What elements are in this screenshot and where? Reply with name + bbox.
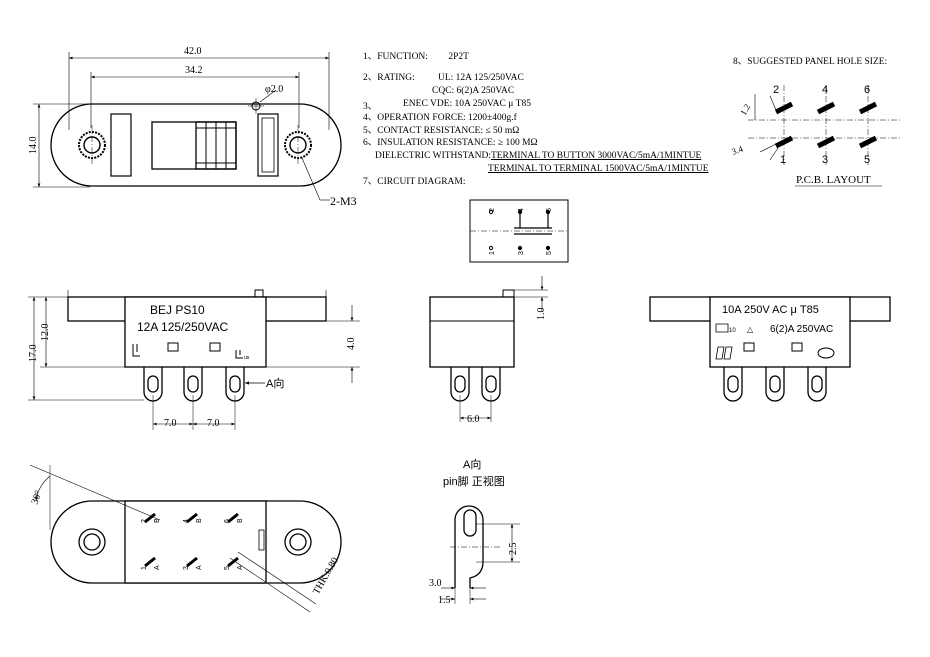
bottom-pin-5: 5 [224, 566, 231, 570]
enec-mark: 10 [729, 328, 736, 334]
rear-marking-line1: 10A 250V AC μ T85 [722, 304, 819, 316]
spec-ir-label: INSULATION RESISTANCE: ≥ 100 MΩ [377, 138, 538, 148]
circuit-pin-6: 6 [546, 208, 553, 212]
spec-dielectric-label: DIELECTRIC WITHSTAND: [375, 151, 491, 161]
spec-circuit: 7、CIRCUIT DIAGRAM: [363, 176, 466, 188]
spec-function: 1、FUNCTION: 2P2T [363, 51, 469, 63]
direction-a-label: A向 [266, 376, 284, 390]
bottom-pin-a-1: A [154, 565, 161, 570]
rear-view [649, 296, 891, 402]
pcb-dim-offset: 3.4 [730, 143, 744, 156]
spec-dielectric-line2: TERMINAL TO TERMINAL 1500VAC/5mA/1MINTUE [488, 164, 709, 174]
pcb-dim-spacing: 1.2 [738, 102, 752, 117]
spec-rating-num: 2、 [363, 73, 378, 83]
pcb-pin-2: 2 [773, 84, 779, 96]
dim-flange-height: 14.0 [28, 137, 39, 155]
top-view [33, 52, 342, 201]
spec-function-num: 1、 [363, 52, 378, 62]
spec-circuit-label: CIRCUIT DIAGRAM: [377, 177, 466, 187]
spec-cr-num: 5、 [363, 126, 378, 136]
spec-dielectric: DIELECTRIC WITHSTAND:TERMINAL TO BUTTON … [375, 150, 701, 162]
spec-op-label: OPERATION FORCE: 1200±400g.f [377, 113, 517, 123]
front-marking-line2: 12A 125/250VAC [137, 320, 229, 334]
front-marking-line1: BEJ PS10 [150, 303, 205, 317]
spec-rating-ul: UL: 12A 125/250VAC [438, 73, 524, 83]
bottom-pin-labels: 2 4 6 B B B 1 3 5 A A A [141, 518, 244, 570]
spec-insulation-resistance: 6、INSULATION RESISTANCE: ≥ 100 MΩ [363, 137, 538, 149]
dim-thickness: THK:0.80 [311, 556, 341, 597]
bottom-pin-2: 2 [141, 519, 148, 523]
panel-hole-title: 8、SUGGESTED PANEL HOLE SIZE: [733, 57, 887, 67]
dim-pin-angle: 30° [29, 489, 44, 506]
pcb-layout [748, 85, 900, 187]
pin-detail-direction: A向 [463, 457, 481, 471]
dim-side-pin-pitch: 6.0 [467, 414, 480, 425]
bottom-pin-a-2: A [196, 565, 203, 570]
pin-detail [441, 505, 520, 604]
svg-text:us: us [244, 355, 250, 361]
front-view [28, 289, 360, 430]
spec-rating-cqc: CQC: 6(2)A 250VAC [432, 86, 515, 96]
spec-circuit-num: 7、 [363, 177, 378, 187]
spec-function-value: 2P2T [448, 52, 469, 62]
dim-pin-pitch-2: 7.0 [207, 418, 220, 429]
bottom-pin-1: 1 [141, 566, 148, 570]
spec-cr-label: CONTACT RESISTANCE: ≤ 50 mΩ [377, 126, 520, 136]
spec-rating-label: RATING: [377, 73, 415, 83]
bottom-pin-6: 6 [224, 519, 231, 523]
dim-total-width: 42.0 [184, 46, 202, 57]
circuit-pin-3: 3 [518, 251, 525, 255]
dim-pin-pitch-1: 7.0 [164, 418, 177, 429]
bottom-pin-a-3: A [237, 565, 244, 570]
screw-label: 2-M3 [330, 194, 357, 208]
side-view [429, 276, 548, 422]
bottom-pin-3: 3 [183, 566, 190, 570]
pcb-pin-5: 5 [864, 154, 870, 166]
spec-ir-num: 6、 [363, 138, 378, 148]
ul-us-mark: us [235, 350, 250, 361]
circuit-pin-5: 5 [546, 251, 553, 255]
circuit-pin-1: 1 [489, 251, 496, 255]
bottom-pin-b-1: B [154, 518, 161, 523]
spec-function-label: FUNCTION: [377, 52, 428, 62]
spec-dielectric-line1: TERMINAL TO BUTTON 3000VAC/5mA/1MINTUE [490, 151, 702, 161]
circuit-pin-2: 2 [489, 208, 496, 212]
spec-rating: 2、RATING: [363, 72, 415, 84]
circuit-pin-labels: 2 4 6 1 3 5 [489, 208, 553, 255]
bottom-pin-b-2: B [196, 518, 203, 523]
spec-op-num: 4、 [363, 113, 378, 123]
dim-body-height: 12.0 [40, 324, 51, 342]
ul-recognition-mark [132, 344, 140, 357]
spec-contact-resistance: 5、CONTACT RESISTANCE: ≤ 50 mΩ [363, 125, 519, 137]
dim-total-height: 17.0 [28, 345, 39, 363]
dim-button-height: 1.0 [536, 308, 547, 321]
spec-rating-enec: ENEC VDE: 10A 250VAC μ T85 [403, 99, 531, 109]
spec-operation-force: 4、OPERATION FORCE: 1200±400g.f [363, 112, 517, 124]
bottom-pin-4: 4 [183, 519, 190, 523]
pcb-pin-6: 6 [864, 84, 870, 96]
dim-pin-thickness: 1.5 [438, 595, 451, 606]
dim-pin-diameter: φ2.0 [265, 84, 283, 95]
pcb-layout-label: P.C.B. LAYOUT [796, 174, 871, 186]
pcb-pin-1: 1 [780, 154, 786, 166]
pin-detail-title: pin脚 正视图 [443, 474, 505, 488]
rear-marking-line2: 6(2)A 250VAC [770, 324, 833, 335]
dim-pin-slot: 2.5 [508, 543, 519, 556]
dim-flange-offset: 4.0 [346, 338, 357, 351]
bottom-pin-b-3: B [237, 518, 244, 523]
vde-mark: △ [747, 325, 754, 334]
dim-hole-spacing: 34.2 [185, 65, 203, 76]
dim-pin-width: 3.0 [429, 578, 442, 589]
pcb-pin-4: 4 [822, 84, 828, 96]
pcb-pin-numbers: 2 4 6 1 3 5 [773, 84, 870, 166]
bottom-view [29, 464, 342, 613]
circuit-diagram [469, 199, 569, 263]
circuit-pin-4: 4 [518, 208, 525, 212]
spec-item3-num: 3、 [363, 102, 378, 112]
pcb-pin-3: 3 [822, 154, 828, 166]
